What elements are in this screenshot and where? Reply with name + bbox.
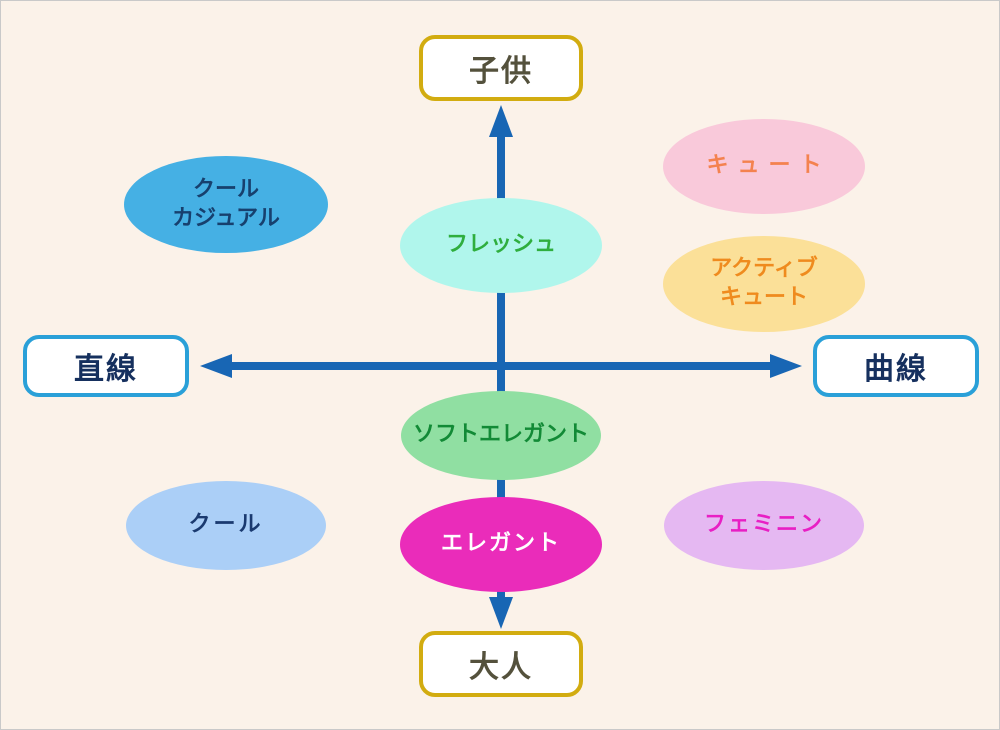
arrowhead-right-icon	[770, 354, 802, 378]
ellipse-label-line: フェミニン	[703, 512, 824, 538]
ellipse-label-line: カジュアル	[172, 205, 280, 231]
axis-label-text: 大人	[469, 650, 533, 685]
ellipse-cute: キュート	[663, 119, 865, 214]
axis-label-text: 子供	[469, 54, 533, 89]
ellipse-label-line: クール	[192, 176, 259, 202]
ellipse-label-line: クール	[188, 512, 264, 538]
ellipse-feminine: フェミニン	[664, 481, 864, 570]
ellipse-label-line: フレッシュ	[445, 232, 556, 258]
ellipse-cool-casual: クール カジュアル	[124, 156, 328, 253]
ellipse-elegant: エレガント	[400, 497, 602, 592]
ellipse-fresh: フレッシュ	[400, 198, 602, 293]
axis-label-bottom-adult: 大人	[419, 631, 583, 697]
ellipse-label-line: アクティブ	[710, 256, 818, 282]
axis-label-text: 曲線	[864, 352, 928, 387]
axis-label-top-child: 子供	[419, 35, 583, 101]
ellipse-label-line: キュート	[719, 285, 808, 310]
ellipse-label-line: キュート	[706, 153, 831, 179]
ellipse-label-line: エレガント	[440, 531, 561, 557]
axis-label-text: 直線	[74, 352, 138, 387]
axis-label-right-curve: 曲線	[813, 335, 979, 397]
ellipse-soft-elegant: ソフトエレガント	[401, 391, 601, 480]
ellipse-active-cute: アクティブ キュート	[663, 236, 865, 332]
horizontal-axis-arrow	[200, 354, 802, 378]
arrowhead-left-icon	[200, 354, 232, 378]
arrowhead-up-icon	[489, 105, 513, 137]
ellipse-cool: クール	[126, 481, 326, 570]
arrowhead-down-icon	[489, 597, 513, 629]
axis-label-left-straight: 直線	[23, 335, 189, 397]
ellipse-label-line: ソフトエレガント	[412, 422, 589, 448]
